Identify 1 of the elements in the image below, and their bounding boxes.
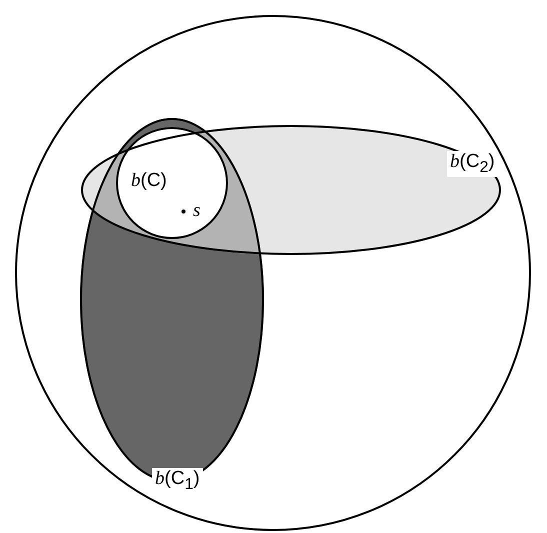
set-label: b(C$_{2}$): [447, 151, 498, 177]
